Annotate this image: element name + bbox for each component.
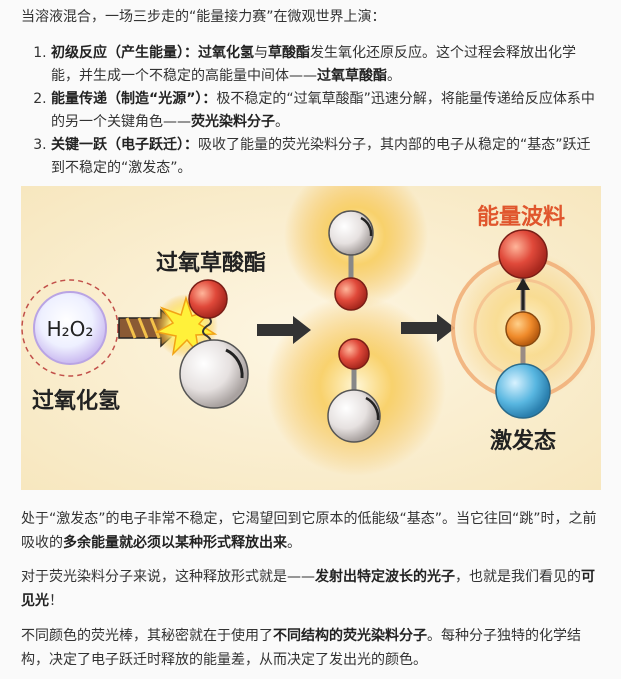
paragraph-text: 。每种分子独特的化学结构，决定了电子跃迁时释放的能量差，从而决定了发出光的颜色。 [21,628,581,668]
step-title: 初级反应（产生能量）： [51,45,198,61]
excited-electron [498,229,548,279]
paragraph-emphasis: 不同结构的荧光染料分子 [273,628,427,644]
reaction-diagram: H₂O₂ 过氧化氢 过氧草酸酯 [21,186,601,490]
ground-electron [505,311,541,347]
step-keyword: 过氧草酸酯 [317,68,387,84]
lower-molecule [327,338,381,443]
step-text: 发生氧化还原反应。这个过程会释放出化学能，并生成一个不稳定的高能量中间体—— [51,45,576,84]
paragraph-emphasis: 发射出特定波长的光子 [315,569,455,585]
paragraph-text: 不同颜色的荧光棒，其秘密就在于使用了 [21,628,273,644]
excited-state-label: 激发态 [490,428,556,454]
dye-label: 能量波料 [477,204,565,230]
paragraph-excited-state: 处于“激发态”的电子非常不稳定，它渴望回到它原本的低能级“基态”。当它往回“跳”… [21,507,601,555]
h2o2-caption: 过氧化氢 [32,388,120,414]
step-text: 。 [387,68,401,84]
paragraph-text: 处于“激发态”的电子非常不稳定，它渴望回到它原本的低能级“基态”。当它往回“跳”… [21,511,597,551]
paragraph-text: ，也就是我们看见的 [455,569,581,585]
step-text: 与 [254,45,268,61]
oxygen-atom [188,279,228,319]
paragraph-photon: 对于荧光染料分子来说，这种释放形式就是——发射出特定波长的光子，也就是我们看见的… [21,565,601,613]
oxalate-label: 过氧草酸酯 [156,250,266,276]
intro-text: 当溶液混合，一场三步走的“能量接力赛”在微观世界上演： [21,9,386,25]
atom-highlight [225,348,244,379]
paragraph-text: 对于荧光染料分子来说，这种释放形式就是—— [21,569,315,585]
step-item: 能量传递（制造“光源”）：极不稳定的“过氧草酸酯”迅速分解，将能量传递给反应体系… [51,88,601,134]
carbon-atom [179,339,249,409]
h2o2-sphere [33,291,107,365]
step-keyword: 荧光染料分子 [191,114,275,130]
step-title: 能量传递（制造“光源”）： [51,91,217,107]
up-arrow-icon [516,278,530,310]
reaction-illustration: H₂O₂ 过氧化氢 过氧草酸酯 [21,186,601,490]
paragraph-colors: 不同颜色的荧光棒，其秘密就在于使用了不同结构的荧光染料分子。每种分子独特的化学结… [21,624,601,672]
step-keyword: 过氧化氢 [198,45,254,61]
h2o2-label: H₂O₂ [47,317,94,341]
step-text: 极不稳定的“过氧草酸酯”迅速分解，将能量传递给反应体系中的另一个关键角色—— [51,91,595,130]
step-text: 吸收了能量的荧光染料分子，其内部的电子从稳定的“基态”跃迁到不稳定的“激发态”。 [51,137,591,176]
step-arrow-icon [257,316,311,344]
step-title: 关键一跃（电子跃迁）： [51,137,198,153]
step-arrow-icon [401,314,455,342]
step-keyword: 草酸酯 [268,45,310,61]
paragraph-emphasis: 多余能量就必须以某种形式释放出来 [63,535,287,551]
paragraph-emphasis: 可见光 [21,569,595,609]
step-text: 。 [275,114,289,130]
upper-molecule [328,210,374,311]
paragraph-text: ！ [49,593,63,609]
step-item: 关键一跃（电子跃迁）：吸收了能量的荧光染料分子，其内部的电子从稳定的“基态”跃迁… [51,134,601,180]
steps-list: 初级反应（产生能量）：过氧化氢与草酸酯发生氧化还原反应。这个过程会释放出化学能，… [21,42,601,180]
h2o2-dashed-ring [21,279,119,377]
paragraph-text: 。 [287,535,301,551]
step-item: 初级反应（产生能量）：过氧化氢与草酸酯发生氧化还原反应。这个过程会释放出化学能，… [51,42,601,88]
dye-nucleus [495,363,551,419]
